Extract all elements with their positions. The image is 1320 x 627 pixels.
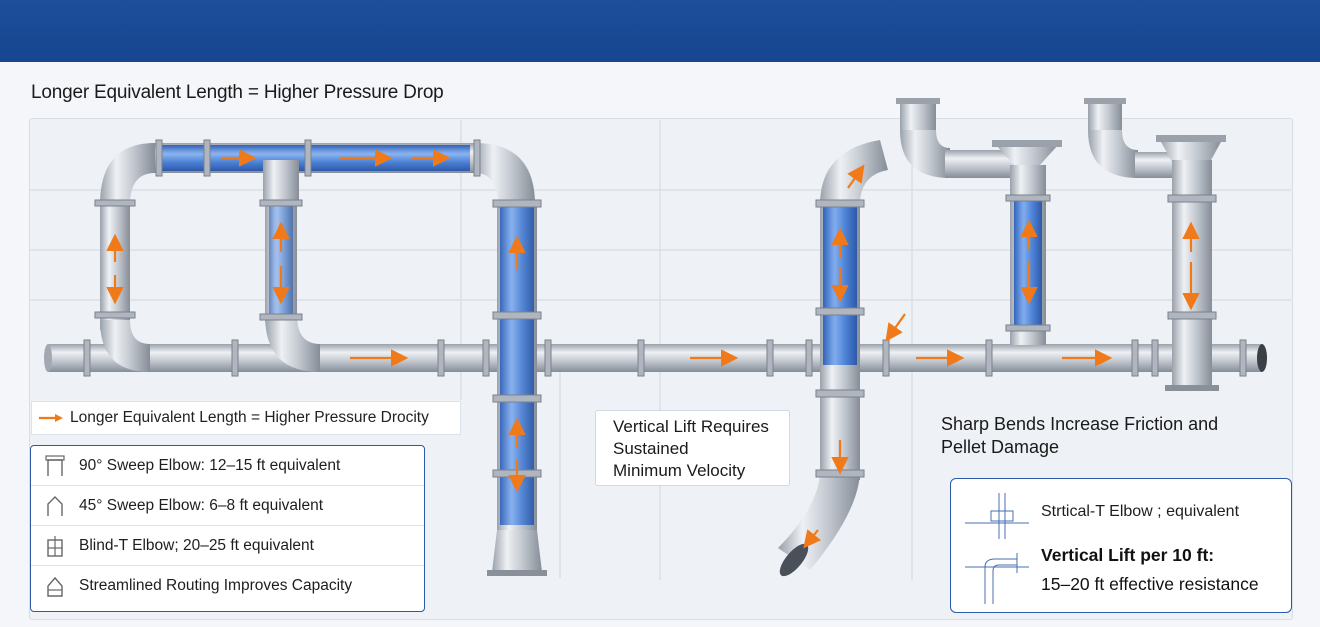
resistance-row-2: Vertical Lift per 10 ft: [1041, 545, 1215, 565]
sweep-elbow-45-icon [31, 494, 79, 518]
fitting-label: 90° Sweep Elbow: 12–15 ft equivalent [79, 456, 341, 474]
resistance-row-1: Strtical-T Elbow ; equivalent [1041, 503, 1240, 520]
fitting-label: 45° Sweep Elbow: 6–8 ft equivalent [79, 496, 324, 514]
fitting-row: Blind-T Elbow; 20–25 ft equivalent [31, 526, 424, 566]
flow-arrows [106, 149, 1200, 549]
sharp-bends-callout: Sharp Bends Increase Friction and Pellet… [941, 413, 1271, 459]
fitting-row: Streamlined Routing Improves Capacity [31, 566, 424, 605]
vertical-pipe-2 [263, 160, 320, 372]
fitting-row: 90° Sweep Elbow: 12–15 ft equivalent [31, 446, 424, 486]
vertical-lift-callout: Vertical Lift Requires Sustained Minimum… [595, 410, 790, 486]
riser-a [896, 98, 1062, 345]
blind-t-elbow-icon [31, 534, 79, 558]
top-loop-pipe [100, 143, 535, 205]
orange-arrow-icon [32, 413, 70, 423]
resistance-legend: Strtical-T Elbow ; equivalent Vertical L… [950, 478, 1292, 613]
fitting-label: Streamlined Routing Improves Capacity [79, 576, 353, 594]
flange-rings [83, 139, 1247, 478]
vertical-pipe-1 [100, 200, 150, 372]
arrow-legend: Longer Equivalent Length = Higher Pressu… [31, 401, 461, 435]
callout-line: Sustained [613, 439, 689, 458]
callout-line: Minimum Velocity [613, 461, 746, 480]
page-title: Longer Equivalent Length = Higher Pressu… [31, 82, 444, 103]
fittings-legend: 90° Sweep Elbow: 12–15 ft equivalent 45°… [30, 445, 425, 612]
arrow-legend-text: Longer Equivalent Length = Higher Pressu… [70, 409, 429, 426]
resistance-row-3: 15–20 ft effective resistance [1041, 574, 1259, 594]
main-horizontal-pipe [44, 344, 1267, 372]
callout-line: Sharp Bends Increase Friction and [941, 414, 1219, 434]
fitting-row: 45° Sweep Elbow: 6–8 ft equivalent [31, 486, 424, 526]
sweep-elbow-90-icon [31, 454, 79, 478]
resistance-fitting-icon [965, 493, 1029, 604]
callout-line: Pellet Damage [941, 437, 1060, 457]
callout-line: Vertical Lift Requires [613, 417, 769, 436]
streamlined-routing-icon [31, 574, 79, 598]
header-bar [0, 0, 1320, 62]
fitting-label: Blind-T Elbow; 20–25 ft equivalent [79, 536, 314, 554]
